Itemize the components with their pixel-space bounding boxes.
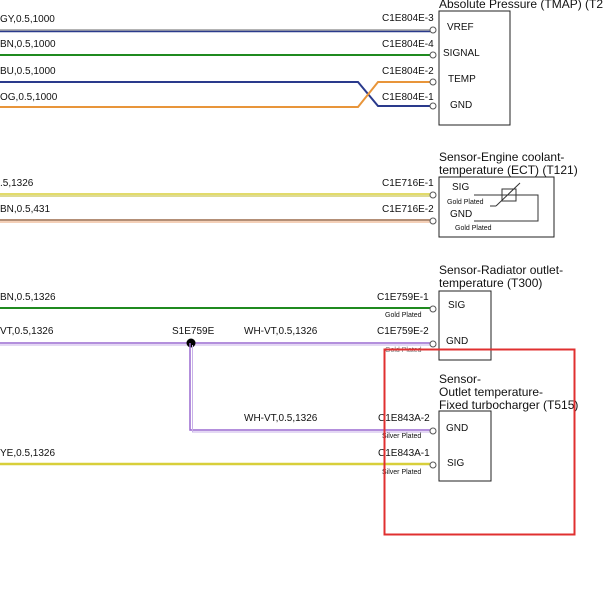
connector-label-c804-3: C1E804E-3 [382,13,434,24]
ect-plating-2: Gold Plated [455,225,492,232]
connector-label-c716-2: C1E716E-2 [382,204,434,215]
tmap-title: Absolute Pressure (TMAP) (T2 [439,0,603,11]
pin-terminal[interactable] [429,191,437,199]
wire-og[interactable] [0,81,430,108]
wire-label-bn: BN,0.5,1000 [0,39,56,50]
tmap-sensor-box[interactable] [438,10,511,126]
ect-section: .5,1326 BN,0.5,431 C1E716E-1 C1E716E-2 S… [0,150,578,238]
tmap-pin-gnd: GND [450,100,472,111]
tmap-pin-signal: SIGNAL [443,48,480,59]
turbo-sensor-box[interactable] [438,410,492,482]
connector-label-c843-1: C1E843A-1 [378,448,430,459]
ect-plating-1: Gold Plated [447,199,484,206]
tmap-pin-temp: TEMP [448,74,476,85]
tmap-section: GY,0.5,1000 BN,0.5,1000 BU,0.5,1000 OG,0… [0,0,603,126]
turbo-title-line3: Fixed turbocharger (T515) [439,398,578,412]
pin-terminal[interactable] [429,461,437,469]
wire-whvt-branch[interactable] [189,343,430,431]
radiator-pin-sig: SIG [448,300,465,311]
connector-label-c759-2: C1E759E-2 [377,326,429,337]
radiator-title-line1: Sensor-Radiator outlet- [439,263,563,277]
radiator-section: BN,0.5,1326 VT,0.5,1326 WH-VT,0.5,1326 S… [0,263,563,361]
radiator-pin-gnd: GND [446,336,468,347]
tmap-pin-vref: VREF [447,22,474,33]
connector-label-c804-1: C1E804E-1 [382,92,434,103]
connector-label-c716-1: C1E716E-1 [382,178,434,189]
ect-title-line1: Sensor-Engine coolant- [439,150,564,164]
ect-pin-sig: SIG [452,182,469,193]
ect-sensor-box[interactable] [438,176,555,238]
wire-label-whvt-b: WH-VT,0.5,1326 [244,413,318,424]
radiator-title-line2: temperature (T300) [439,276,542,290]
highlight-box [383,348,576,536]
connector-label-c843-2: C1E843A-2 [378,413,430,424]
wire-label-vt1326: VT,0.5,1326 [0,326,54,337]
wire-label-og: OG,0.5,1000 [0,92,58,103]
turbo-pin-gnd: GND [446,423,468,434]
turbo-title-line1: Sensor- [439,372,481,386]
connector-label-c804-2: C1E804E-2 [382,66,434,77]
pin-terminal[interactable] [429,340,437,348]
wire-label-ye-bottom: YE,0.5,1326 [0,448,55,459]
pin-terminal[interactable] [429,78,437,86]
pin-terminal[interactable] [429,26,437,34]
turbo-title-line2: Outlet temperature- [439,385,543,399]
thermistor-symbol [474,182,539,222]
wire-label-bu: BU,0.5,1000 [0,66,56,77]
pin-terminal[interactable] [429,427,437,435]
wire-label-bn431: BN,0.5,431 [0,204,50,215]
pin-terminal[interactable] [429,51,437,59]
rad-plating-1: Gold Plated [385,312,422,319]
connector-label-c759-1: C1E759E-1 [377,292,429,303]
wire-label-gy: GY,0.5,1000 [0,14,55,25]
wire-whvt-branch-inner [192,345,430,433]
connector-label-c804-4: C1E804E-4 [382,39,434,50]
splice-label: S1E759E [172,326,215,337]
ect-title-line2: temperature (ECT) (T121) [439,163,578,177]
turbo-pin-sig: SIG [447,458,464,469]
splice-node[interactable] [186,338,196,348]
ect-pin-gnd: GND [450,209,472,220]
turbo-plating-2: Silver Plated [382,469,421,476]
wire-label-ye: .5,1326 [0,178,34,189]
turbo-plating-1: Silver Plated [382,433,421,440]
wire-label-whvt-a: WH-VT,0.5,1326 [244,326,318,337]
turbo-section: WH-VT,0.5,1326 YE,0.5,1326 C1E843A-2 C1E… [0,343,578,482]
pin-terminal[interactable] [429,102,437,110]
wire-bu[interactable] [0,81,430,107]
wire-label-bn1326: BN,0.5,1326 [0,292,56,303]
pin-terminal[interactable] [429,217,437,225]
pin-terminal[interactable] [429,305,437,313]
